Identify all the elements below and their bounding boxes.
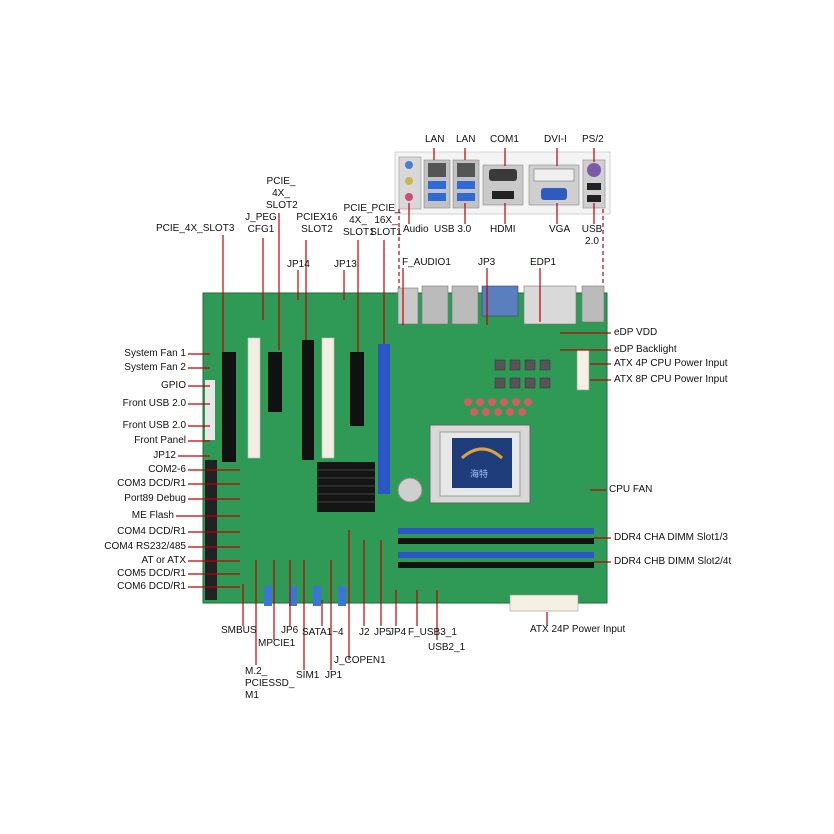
label-jp12: JP12	[153, 450, 176, 461]
io-label-hdmi: HDMI	[490, 224, 516, 235]
label-edp-backlight: eDP Backlight	[614, 344, 677, 355]
label-j2: J2	[359, 627, 370, 638]
label-com4-rs232: COM4 RS232/485	[104, 541, 186, 552]
io-label-usb30: USB 3.0	[434, 224, 472, 235]
io-label-vga: VGA	[549, 224, 571, 235]
label-f-audio1: F_AUDIO1	[402, 257, 451, 268]
label-cpu-fan: CPU FAN	[609, 484, 653, 495]
label-m2-pciessd: M.2_ PCIESSD_ M1	[245, 666, 295, 701]
label-me-flash: ME Flash	[131, 510, 174, 521]
label-front-panel: Front Panel	[134, 435, 186, 446]
label-sim1: SIM1	[296, 670, 320, 681]
label-smbus: SMBUS	[221, 625, 257, 636]
io-dashed-guides	[398, 209, 604, 290]
label-gpio: GPIO	[160, 380, 186, 391]
label-sata: SATA1~4	[302, 627, 344, 638]
ps2-usb-stack	[582, 159, 606, 209]
label-system-fan-1: System Fan 1	[124, 348, 186, 359]
label-pciex16-slot2: PCIEX16 SLOT2	[296, 212, 338, 235]
label-atx-4p: ATX 4P CPU Power Input	[614, 358, 728, 369]
label-jp4: JP4	[389, 627, 407, 638]
label-system-fan-2: System Fan 2	[124, 362, 186, 373]
io-label-audio: Audio	[403, 224, 429, 235]
label-atx-24p: ATX 24P Power Input	[530, 624, 626, 635]
label-ddr4-cha: DDR4 CHA DIMM Slot1/3	[614, 532, 728, 543]
label-edp1: EDP1	[530, 257, 557, 268]
board	[202, 285, 608, 612]
io-panel	[394, 151, 611, 215]
label-usb2-1: USB2_1	[428, 642, 466, 653]
label-port89-debug: Port89 Debug	[124, 493, 186, 504]
io-label-com1: COM1	[490, 134, 519, 145]
label-front-usb-2-b: Front USB 2.0	[122, 420, 186, 431]
io-label-lan2: LAN	[456, 134, 476, 145]
label-jp13: JP13	[334, 259, 357, 270]
label-com5-dcd: COM5 DCD/R1	[117, 568, 186, 579]
label-jp6: JP6	[281, 625, 299, 636]
label-pcie-4x-slot1: PCIE_ 4X_ SLOT1	[343, 203, 375, 238]
label-edp-vdd: eDP VDD	[614, 327, 658, 338]
lan-usb-stack-1	[423, 159, 451, 209]
label-mpcie1: MPCIE1	[258, 638, 296, 649]
label-pcie-16x-slot1: PCIE_ 16X_ SLOT1	[370, 203, 402, 238]
label-pcie-4x-slot3: PCIE_4X_SLOT3	[156, 223, 235, 234]
io-label-usb20: USB 2.0	[581, 224, 603, 247]
label-ddr4-chb: DDR4 CHB DIMM Slot2/4t	[614, 556, 732, 567]
io-label-ps2: PS/2	[582, 134, 604, 145]
label-atx-8p: ATX 8P CPU Power Input	[614, 374, 728, 385]
label-com3-dcd: COM3 DCD/R1	[117, 478, 186, 489]
label-front-usb-2-a: Front USB 2.0	[122, 398, 186, 409]
label-jp1: JP1	[325, 670, 343, 681]
label-f-usb3-1: F_USB3_1	[408, 627, 457, 638]
label-j-peg-cfg1: J_PEG CFG1	[245, 212, 277, 235]
io-label-lan1: LAN	[425, 134, 445, 145]
label-at-or-atx: AT or ATX	[141, 555, 186, 566]
cpu-socket-logo: 海特	[470, 469, 489, 479]
label-com4-dcd: COM4 DCD/R1	[117, 526, 186, 537]
lan-usb-stack-2	[452, 159, 480, 209]
audio-jacks	[398, 156, 422, 210]
dvi-vga-stack	[528, 164, 580, 206]
label-com2-6: COM2-6	[148, 464, 186, 475]
label-jp5: JP5	[374, 627, 392, 638]
label-jp14: JP14	[287, 259, 310, 270]
com1-hdmi-stack	[482, 164, 524, 206]
label-jp3: JP3	[478, 257, 496, 268]
io-label-dvi: DVI-I	[544, 134, 567, 145]
label-pcie-4x-slot2: PCIE_ 4X_ SLOT2	[266, 176, 298, 211]
label-j-copen1: J_COPEN1	[334, 655, 386, 666]
leader-lines	[176, 148, 611, 670]
label-com6-dcd: COM6 DCD/R1	[117, 581, 186, 592]
